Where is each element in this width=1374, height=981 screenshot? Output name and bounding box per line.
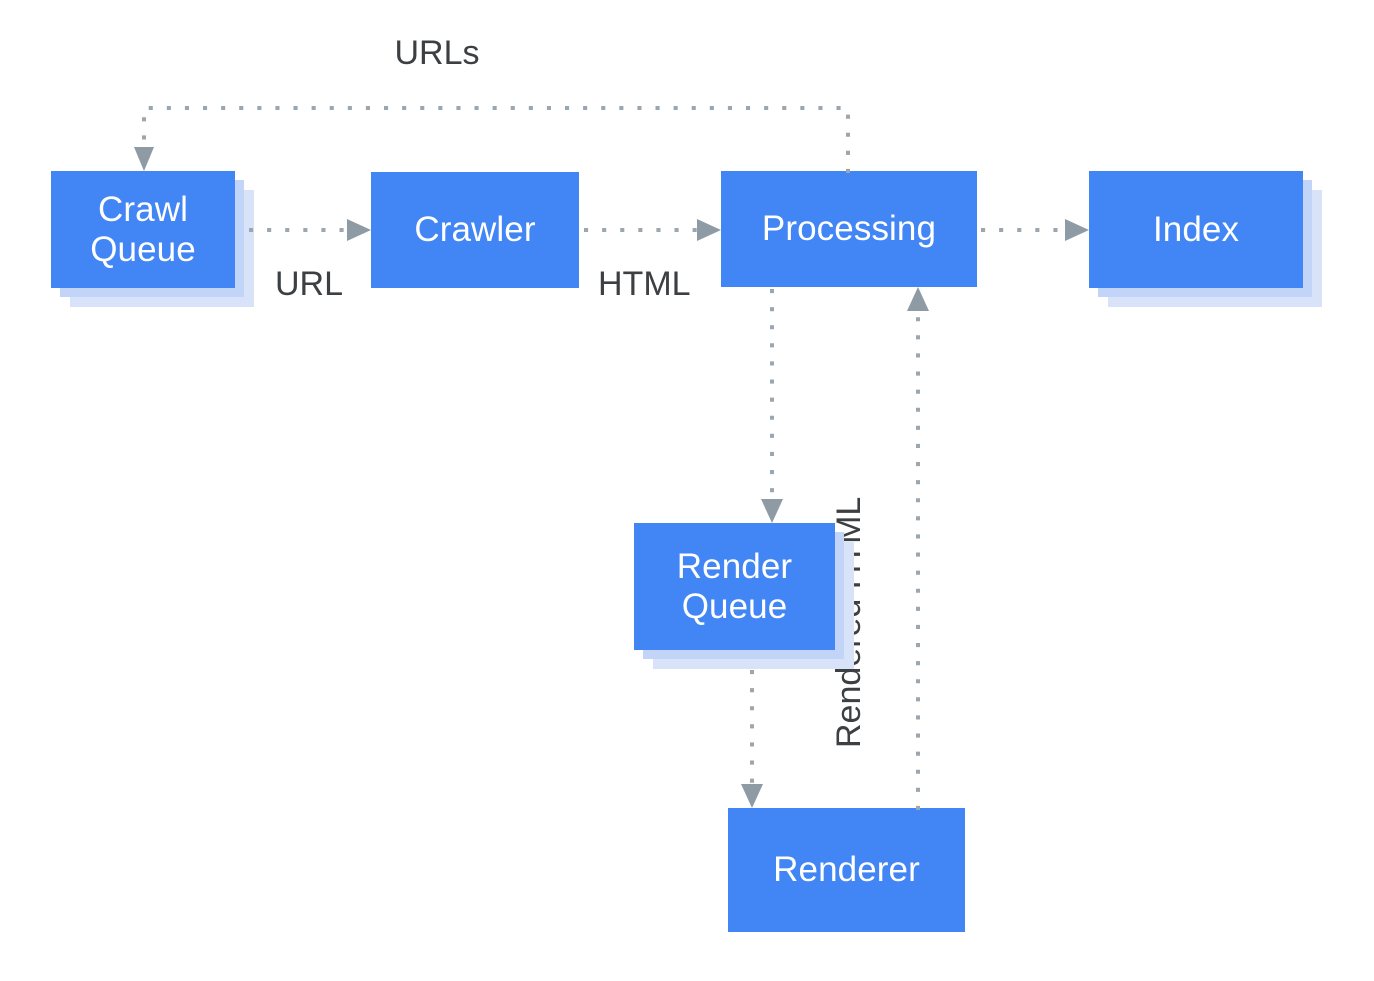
edge-url-line <box>249 219 371 241</box>
edge-label-urls: URLs <box>394 34 480 72</box>
edge-index-arrowhead <box>1065 219 1089 241</box>
edge-to-renderer <box>741 670 763 808</box>
node-label-processing: Processing <box>761 209 937 249</box>
node-crawl-queue[interactable]: Crawl Queue <box>51 171 254 307</box>
node-index[interactable]: Index <box>1089 171 1322 307</box>
edge-html-arrowhead <box>697 219 721 241</box>
renderer-slab: Renderer <box>728 808 965 932</box>
node-label-index: Index <box>1152 209 1240 249</box>
crawl-queue-slab: Crawl Queue <box>51 171 235 288</box>
edge-label-url: URL <box>275 265 344 303</box>
edge-rendered-html <box>907 287 929 810</box>
edge-rendered-html-arrowhead <box>907 287 929 311</box>
node-label-render-queue: Render Queue <box>676 547 793 626</box>
edge-to-renderer-arrowhead <box>741 784 763 808</box>
node-render-queue[interactable]: Render Queue <box>634 523 854 669</box>
edge-html-line <box>584 219 721 241</box>
edge-to-render-queue-arrowhead <box>761 499 783 523</box>
node-renderer[interactable]: Renderer <box>728 808 965 932</box>
index-slab: Index <box>1089 171 1303 288</box>
edge-label-html: HTML <box>598 265 691 303</box>
node-label-crawl-queue: Crawl Queue <box>90 190 196 269</box>
node-processing[interactable]: Processing <box>721 171 977 287</box>
edge-urls-feedback-arrowhead <box>134 147 154 171</box>
crawler-slab: Crawler <box>371 172 579 288</box>
processing-slab: Processing <box>721 171 977 287</box>
node-label-renderer: Renderer <box>773 850 920 890</box>
node-crawler[interactable]: Crawler <box>371 172 579 288</box>
edge-urls-feedback <box>134 106 850 173</box>
edge-to-render-queue <box>761 289 783 523</box>
edge-urls-feedback-line <box>142 106 850 173</box>
render-queue-slab: Render Queue <box>634 523 835 650</box>
edge-url-arrowhead <box>347 219 371 241</box>
node-label-crawler: Crawler <box>414 210 536 250</box>
edge-index-line <box>981 219 1089 241</box>
